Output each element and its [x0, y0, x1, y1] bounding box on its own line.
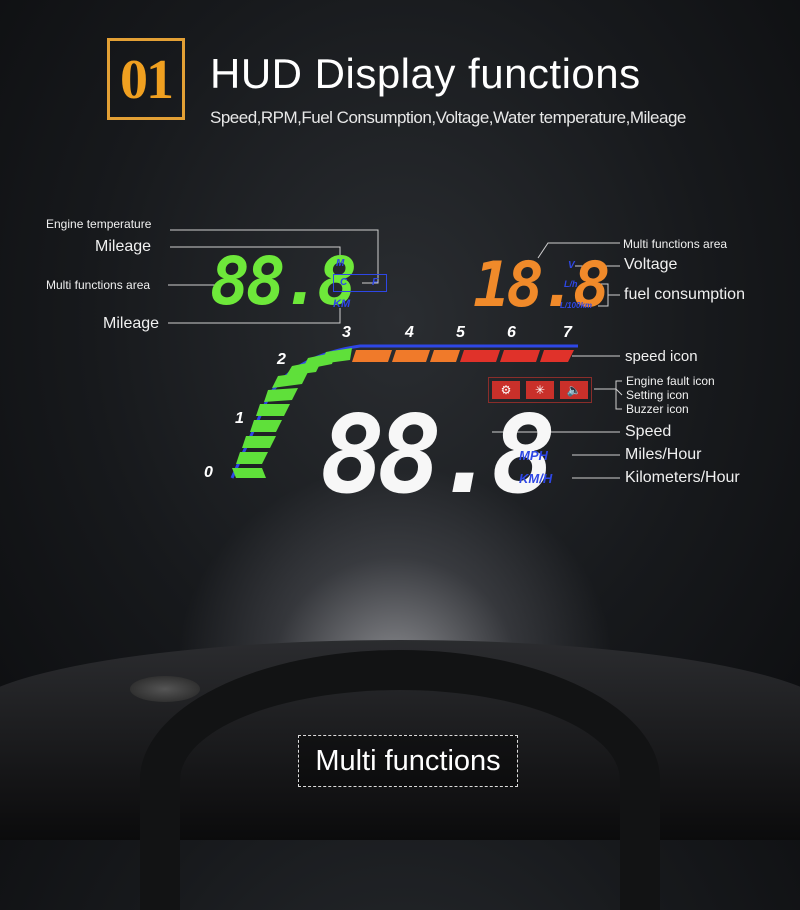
- rpm-tick-4: 4: [405, 324, 414, 341]
- kilometers-hour-label: Kilometers/Hour: [625, 469, 740, 486]
- hud-diagram: [168, 229, 623, 479]
- line-multi-right: [537, 242, 620, 259]
- page-title: HUD Display functions: [210, 50, 641, 97]
- engine-temperature-label: Engine temperature: [46, 217, 152, 231]
- unit-km: KM: [333, 298, 351, 310]
- gear-icon: ✳: [526, 381, 554, 399]
- rpm-red-bars: [460, 350, 574, 362]
- unit-lh: L/h: [564, 279, 578, 289]
- speed-label: Speed: [625, 423, 672, 440]
- rpm-tick-5: 5: [456, 324, 465, 341]
- speaker-icon: 🔈: [560, 381, 588, 399]
- voltage-digits: 18.8: [473, 248, 610, 321]
- mileage-top-label: Mileage: [95, 238, 152, 255]
- speed-icon-label: speed icon: [625, 348, 698, 365]
- unit-l100km: L/100km: [560, 301, 593, 310]
- unit-v: V: [568, 260, 575, 271]
- fault-icon-group: ⚙ ✳ 🔈: [488, 377, 592, 403]
- page-subtitle: Speed,RPM,Fuel Consumption,Voltage,Water…: [210, 108, 686, 127]
- multi-functions-left-label: Multi functions area: [46, 278, 151, 292]
- multi-functions-right-label: Multi functions area: [623, 237, 728, 251]
- rpm-orange-bars: [352, 350, 460, 362]
- footer-caption: Multi functions: [298, 735, 518, 787]
- section-number: 01: [107, 38, 185, 120]
- engine-icon: ⚙: [492, 381, 520, 399]
- rpm-green-bars: [232, 348, 352, 478]
- rpm-tick-7: 7: [563, 324, 572, 341]
- unit-c: C: [340, 277, 348, 288]
- dashboard-knob: [130, 676, 200, 702]
- rpm-tick-0: 0: [204, 464, 213, 481]
- unit-f: F: [372, 277, 379, 288]
- light-beam: [180, 470, 610, 670]
- miles-hour-label: Miles/Hour: [625, 446, 702, 463]
- speed-digits: 88.8: [320, 393, 556, 518]
- line-fuel-b: [598, 295, 609, 307]
- rpm-tick-1: 1: [235, 410, 244, 427]
- unit-m: M: [336, 258, 345, 269]
- rpm-tick-2: 2: [277, 351, 286, 368]
- mileage-digits: 88.8: [210, 243, 357, 320]
- rpm-tick-6: 6: [507, 324, 516, 341]
- rpm-tick-3: 3: [342, 324, 351, 341]
- voltage-label: Voltage: [624, 256, 678, 273]
- fuel-consumption-label: fuel consumption: [624, 286, 745, 303]
- line-fuel-a: [582, 283, 620, 296]
- unit-mph: MPH: [519, 448, 548, 463]
- mileage-bottom-label: Mileage: [103, 315, 160, 332]
- line-fault: [594, 380, 622, 390]
- unit-kmh: KM/H: [519, 471, 553, 486]
- engine-fault-icon-label: Engine fault icon: [626, 374, 715, 388]
- line-mileage-top: [170, 246, 341, 262]
- buzzer-icon-label: Buzzer icon: [626, 402, 689, 416]
- temp-unit-box: C F: [333, 274, 387, 292]
- line-engine-temp: [170, 229, 379, 284]
- setting-icon-label: Setting icon: [626, 388, 689, 402]
- line-mileage-bottom: [168, 308, 341, 324]
